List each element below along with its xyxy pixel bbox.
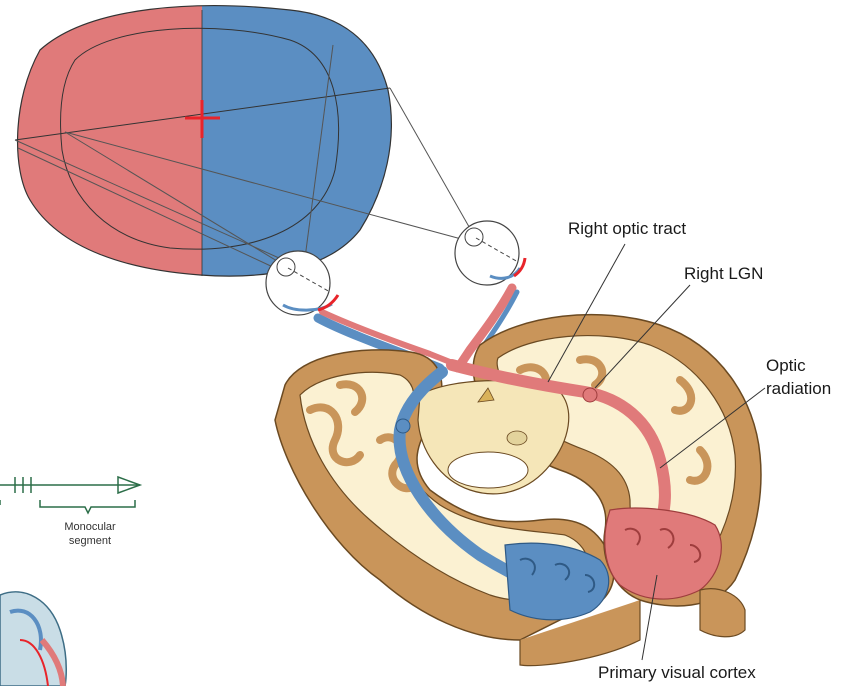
right-lgn-label: Right LGN <box>684 263 763 284</box>
monocular-segment-scale <box>0 477 140 513</box>
monocular-segment-label-line2: segment <box>60 535 120 548</box>
right-eye <box>455 221 525 285</box>
optic-radiation-label-line2: radiation <box>766 378 831 399</box>
partial-eye-icon <box>0 592 66 686</box>
brain-section <box>275 315 761 666</box>
primary-visual-cortex-label: Primary visual cortex <box>598 662 756 683</box>
visual-field <box>0 0 402 300</box>
monocular-segment-label-line1: Monocular <box>60 521 120 534</box>
left-eye <box>266 251 338 315</box>
right-optic-tract-label: Right optic tract <box>568 218 686 239</box>
optic-radiation-label-line1: Optic <box>766 355 806 376</box>
